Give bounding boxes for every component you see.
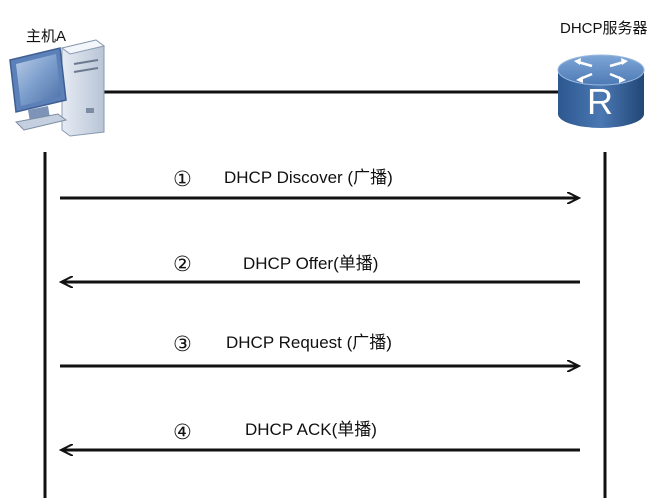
message-2-number: ② [173,253,192,276]
message-1-text: DHCP Discover (广播) [224,168,393,187]
message-3-text: DHCP Request (广播) [226,333,392,352]
message-4-number: ④ [173,421,192,444]
host-label: 主机A [26,28,67,45]
message-1-number: ① [173,168,192,191]
computer-icon [9,39,106,137]
message-3-number: ③ [173,333,192,356]
server-label: DHCP服务器 [560,20,648,37]
router-icon [557,54,645,128]
router-badge: R [587,81,613,122]
message-2-text: DHCP Offer(单播) [243,254,379,273]
message-4-text: DHCP ACK(单播) [245,420,377,439]
